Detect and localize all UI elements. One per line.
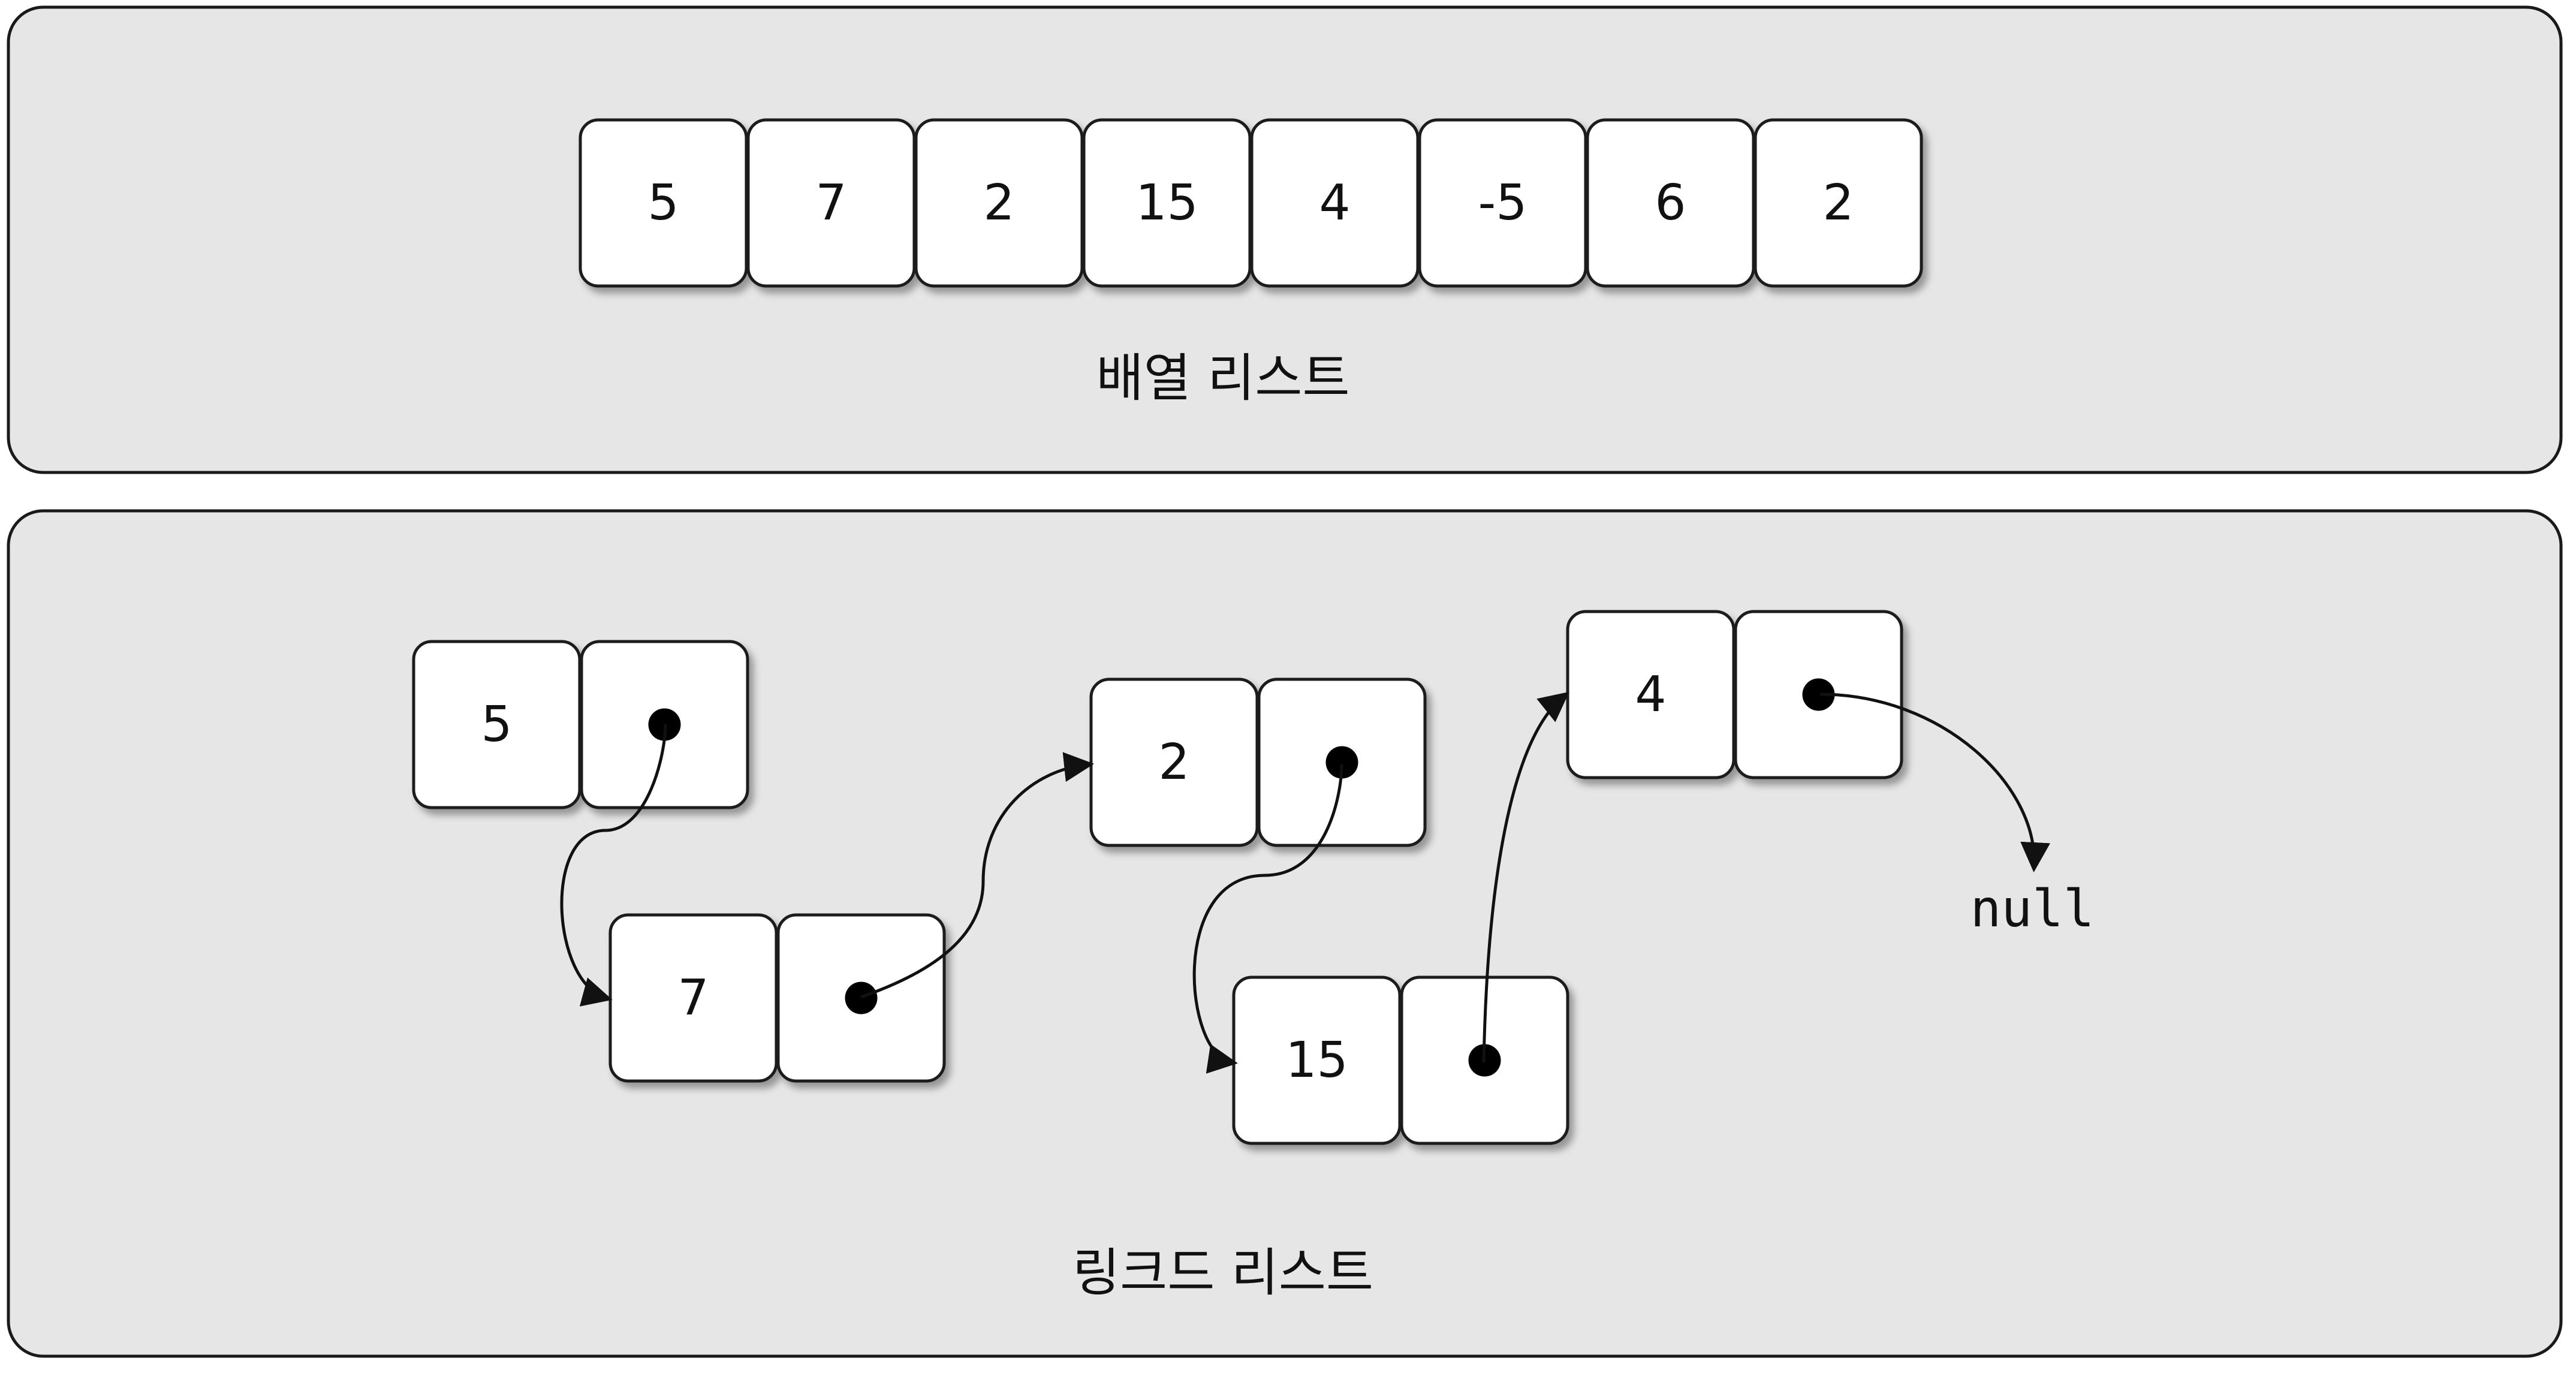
null-terminator: null — [1970, 879, 2094, 939]
node-value: 2 — [1158, 734, 1189, 791]
array-cell: 6 — [1586, 118, 1755, 288]
array-cell-box — [1754, 118, 1923, 288]
node-pointer-dot — [845, 981, 878, 1014]
array-cell: 2 — [914, 118, 1084, 288]
linked-list-node: 2 — [1089, 678, 1427, 847]
array-cell-value: 6 — [1655, 174, 1686, 231]
node-value: 7 — [677, 969, 709, 1026]
node-pointer-dot — [1325, 746, 1358, 779]
linked-list-node: 4 — [1566, 610, 1903, 779]
array-cell: 4 — [1250, 118, 1420, 288]
node-value-cell — [412, 640, 582, 809]
node-value: 5 — [481, 696, 512, 753]
array-cell: 7 — [746, 118, 916, 288]
array-cell-value: 2 — [1822, 174, 1854, 231]
array-cells: 5 7 2 15 4 -5 6 2 — [579, 118, 1923, 288]
link-arrow-15-to-4 — [1482, 691, 1569, 1063]
linked-list-panel: 5 7 2 15 4 null 링크드 리스트 — [7, 509, 2563, 1358]
linked-list-node: 15 — [1232, 975, 1569, 1145]
array-cell-box — [1418, 118, 1587, 288]
array-cell: 15 — [1082, 118, 1252, 288]
array-list-title: 배열 리스트 — [1096, 348, 1350, 408]
array-cell-value: -5 — [1478, 174, 1527, 231]
link-arrows — [560, 691, 2050, 1074]
array-cell: 5 — [579, 118, 748, 288]
node-value: 4 — [1635, 666, 1666, 723]
linked-list-node: 5 — [412, 640, 749, 809]
linked-list-title: 링크드 리스트 — [1072, 1243, 1373, 1303]
link-arrow-5-to-7 — [560, 724, 667, 1007]
array-cell-value: 2 — [983, 174, 1014, 231]
link-arrow-2-to-15 — [1192, 764, 1343, 1074]
array-cell-value: 15 — [1135, 174, 1198, 231]
linked-list-node: 7 — [608, 913, 946, 1083]
array-cell-value: 7 — [815, 174, 846, 231]
link-arrow-4-to-null — [1819, 692, 2050, 872]
node-value: 15 — [1285, 1032, 1348, 1089]
array-cell-box — [1586, 118, 1755, 288]
array-cell-box — [746, 118, 916, 288]
node-pointer-dot — [1802, 678, 1835, 711]
array-cell-box — [1250, 118, 1420, 288]
array-cell: -5 — [1418, 118, 1587, 288]
array-cell-box — [579, 118, 748, 288]
array-cell-box — [914, 118, 1084, 288]
array-cell: 2 — [1754, 118, 1923, 288]
array-cell-box — [1082, 118, 1252, 288]
array-cell-value: 5 — [647, 174, 679, 231]
array-cell-value: 4 — [1319, 174, 1350, 231]
link-arrow-7-to-2 — [860, 752, 1094, 999]
linked-list-panel-background — [7, 509, 2563, 1358]
array-list-panel: 5 7 2 15 4 -5 6 2 배열 리스트 — [7, 5, 2563, 474]
